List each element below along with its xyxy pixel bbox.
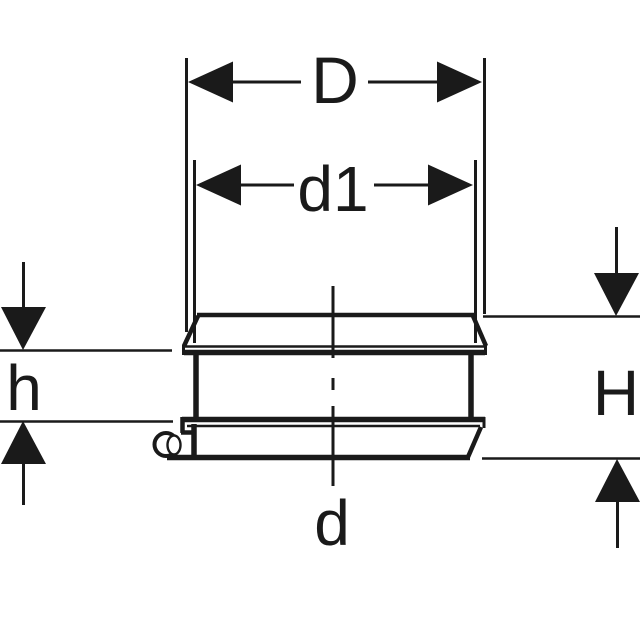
- socket-chamfer-right: [465, 426, 484, 458]
- dim-H-arrowhead-down-icon: [594, 273, 639, 316]
- fitting-body: [167, 312, 489, 461]
- dim-H-label: H: [593, 357, 639, 429]
- dimension-H: H: [482, 227, 640, 548]
- dim-d1-arrowhead-left-icon: [196, 164, 241, 206]
- dim-h-arrowhead-down-icon: [1, 307, 46, 350]
- dimension-d: d: [314, 487, 350, 559]
- weld-nozzle: [152, 430, 196, 458]
- nozzle-bore-ellipse: [166, 434, 182, 456]
- dim-d-label: d: [314, 487, 350, 559]
- dim-D-arrowhead-left-icon: [188, 61, 233, 103]
- body-top-chamfer-right: [470, 315, 489, 347]
- dim-D-arrowhead-right-icon: [437, 61, 482, 103]
- dim-h-arrowhead-up-icon: [1, 421, 46, 464]
- dimension-h: h: [0, 262, 173, 505]
- dim-d1-label: d1: [297, 153, 368, 225]
- dim-h-label: h: [6, 352, 42, 424]
- dim-D-label: D: [311, 43, 359, 117]
- dim-H-arrowhead-up-icon: [595, 459, 640, 502]
- dim-d1-arrowhead-right-icon: [428, 164, 473, 206]
- dimension-D: D: [185, 43, 486, 332]
- dimension-d1: d1: [193, 153, 477, 343]
- body-top-chamfer-left: [181, 315, 201, 347]
